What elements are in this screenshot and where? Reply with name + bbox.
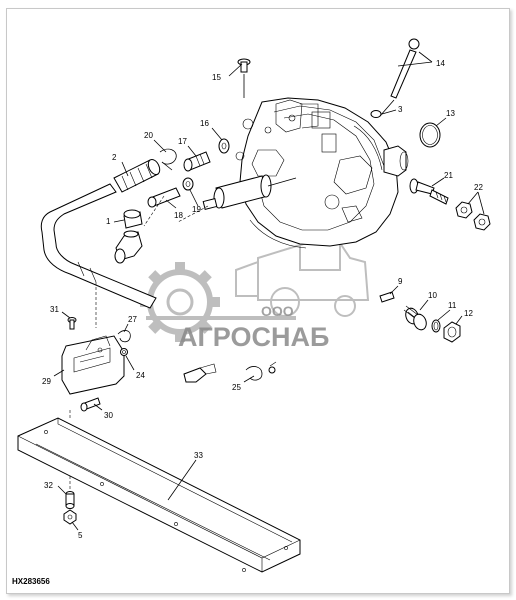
combine-harvester-icon: [235, 238, 370, 317]
callout-33: 33: [194, 451, 203, 460]
callout-31: 31: [50, 305, 59, 314]
callout-19: 19: [192, 205, 201, 214]
callout-30: 30: [104, 411, 113, 420]
callout-1: 1: [106, 217, 111, 226]
part-13-oring: [419, 122, 441, 148]
part-10-spring: [403, 305, 427, 331]
callout-18: 18: [174, 211, 183, 220]
part-9-pin: [379, 291, 395, 303]
part-33-plate: [17, 417, 301, 573]
drive-shaft: [202, 174, 297, 210]
callout-labels: 15 14 3 13 20 17 16 2 18 19 1 21 22 9 10…: [42, 59, 483, 540]
callout-5: 5: [78, 531, 83, 540]
callout-15: 15: [212, 73, 221, 82]
callout-25: 25: [232, 383, 241, 392]
part-5-nut: [63, 509, 77, 525]
part-30-pin: [80, 397, 101, 412]
callout-14: 14: [436, 59, 445, 68]
callout-27: 27: [128, 315, 137, 324]
callout-20: 20: [144, 131, 153, 140]
brake-housing-assembly: [235, 97, 409, 249]
part-24-nut: [120, 348, 128, 356]
part-32-spacer: [65, 491, 75, 509]
watermark-company-name: АГРОСНАБ: [178, 322, 329, 352]
part-3-oring: [370, 110, 382, 118]
part-29-bracket: [61, 335, 125, 395]
part-31-screw: [67, 317, 77, 330]
callout-3: 3: [398, 105, 403, 114]
part-11-oring: [431, 319, 441, 333]
part-15-bolt: [237, 58, 251, 98]
part-1-fittings: [114, 209, 143, 264]
callout-24: 24: [136, 371, 145, 380]
callout-13: 13: [446, 109, 455, 118]
part-19-washer: [182, 177, 194, 191]
part-12-plug: [443, 321, 461, 343]
callout-2: 2: [112, 153, 117, 162]
callout-leader-lines: [53, 51, 485, 531]
callout-17: 17: [178, 137, 187, 146]
callout-9: 9: [398, 277, 403, 286]
part-20-spring-pin: [159, 148, 177, 171]
callout-32: 32: [44, 481, 53, 490]
callout-22: 22: [474, 183, 483, 192]
callout-16: 16: [200, 119, 209, 128]
part-14-rod: [379, 38, 420, 117]
part-17-bolt: [183, 151, 211, 172]
part-2-hand-grip: [113, 158, 161, 193]
callout-12: 12: [464, 309, 473, 318]
part-18-pin: [147, 187, 181, 208]
watermark-company-prefix: ООО: [261, 303, 294, 319]
figure-code: HX283656: [12, 577, 50, 586]
assembly-dashed-lines: [69, 195, 209, 492]
part-22-nuts: [455, 201, 491, 231]
part-27-clip: [117, 330, 131, 343]
callout-21: 21: [444, 171, 453, 180]
middle-clip-parts: [183, 361, 277, 383]
part-21-fitting: [409, 178, 449, 205]
lever-handle-tube: [40, 183, 157, 309]
callout-10: 10: [428, 291, 437, 300]
part-16-washer: [218, 138, 230, 154]
callout-11: 11: [448, 301, 457, 310]
callout-29: 29: [42, 377, 51, 386]
